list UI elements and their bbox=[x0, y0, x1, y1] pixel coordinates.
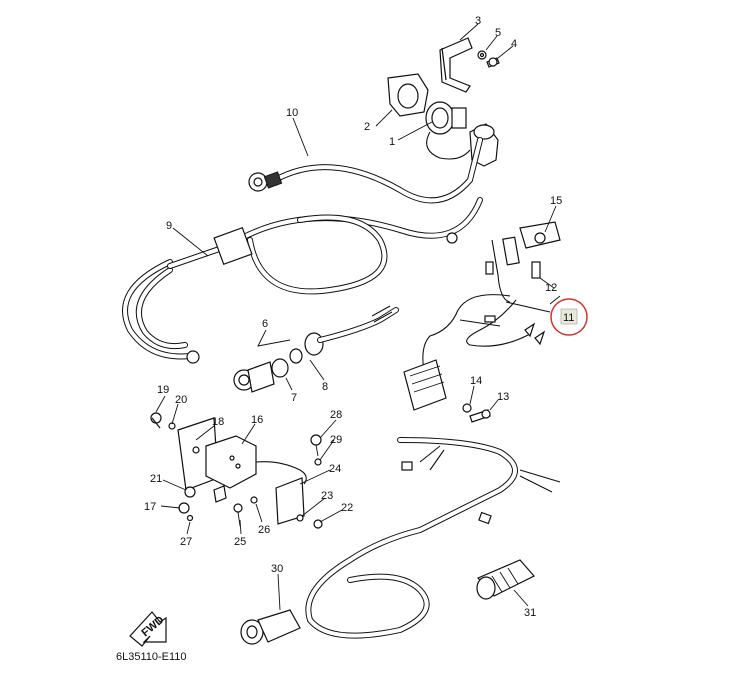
callout-25[interactable]: 25 bbox=[234, 536, 246, 548]
callout-7[interactable]: 7 bbox=[291, 392, 297, 404]
callout-15[interactable]: 15 bbox=[550, 195, 562, 207]
callout-23[interactable]: 23 bbox=[321, 490, 333, 502]
washer-part-23 bbox=[296, 514, 304, 522]
harness-part-11 bbox=[422, 294, 551, 373]
callout-20[interactable]: 20 bbox=[175, 394, 187, 406]
callout-11-highlight[interactable] bbox=[550, 298, 588, 336]
bolt-part-28 bbox=[310, 434, 322, 457]
callout-labels: 3 5 4 2 1 10 9 15 12 11 6 8 7 14 13 19 2… bbox=[144, 15, 574, 619]
callout-10[interactable]: 10 bbox=[286, 107, 298, 119]
callout-17[interactable]: 17 bbox=[144, 501, 156, 513]
callout-26[interactable]: 26 bbox=[258, 524, 270, 536]
washer-part-26 bbox=[250, 496, 258, 504]
callout-30[interactable]: 30 bbox=[271, 563, 283, 575]
relay-part-16 bbox=[205, 435, 307, 503]
callout-3[interactable]: 3 bbox=[475, 15, 481, 27]
callout-28[interactable]: 28 bbox=[330, 409, 342, 421]
connector-part-30 bbox=[240, 609, 301, 645]
callout-27[interactable]: 27 bbox=[180, 536, 192, 548]
switch-part-1 bbox=[425, 101, 471, 160]
callout-9[interactable]: 9 bbox=[166, 220, 172, 232]
grommet-part-31 bbox=[476, 559, 535, 600]
callout-12[interactable]: 12 bbox=[545, 282, 557, 294]
callout-2[interactable]: 2 bbox=[364, 121, 370, 133]
callout-5[interactable]: 5 bbox=[495, 27, 501, 39]
screw-part-4 bbox=[486, 57, 500, 68]
callout-18[interactable]: 18 bbox=[212, 416, 224, 428]
callout-13[interactable]: 13 bbox=[497, 391, 509, 403]
grommet-assembly-part-6 bbox=[233, 305, 399, 393]
bracket-part-24 bbox=[275, 477, 305, 525]
collar-part-27 bbox=[186, 514, 194, 522]
callout-29[interactable]: 29 bbox=[330, 434, 342, 446]
diagram-code: 6L35110-E110 bbox=[116, 651, 187, 663]
battery-cable-part-10 bbox=[248, 137, 483, 204]
wire-harness-main bbox=[305, 437, 561, 639]
callout-21[interactable]: 21 bbox=[150, 473, 162, 485]
callout-1[interactable]: 1 bbox=[389, 136, 395, 148]
bracket-part-3 bbox=[439, 37, 473, 93]
fwd-arrow-icon: FWD bbox=[129, 611, 167, 647]
holder-part-2 bbox=[387, 73, 429, 117]
callout-16[interactable]: 16 bbox=[251, 414, 263, 426]
callout-22[interactable]: 22 bbox=[341, 502, 353, 514]
grommet-part-21 bbox=[184, 486, 196, 498]
callout-31[interactable]: 31 bbox=[524, 607, 536, 619]
callout-4[interactable]: 4 bbox=[511, 38, 517, 50]
callout-14[interactable]: 14 bbox=[470, 375, 482, 387]
clamp-part-15 bbox=[519, 221, 561, 249]
bolt-part-19 bbox=[150, 412, 162, 429]
callout-8[interactable]: 8 bbox=[322, 381, 328, 393]
rectifier-regulator bbox=[403, 359, 447, 411]
leader-lines bbox=[155, 23, 561, 611]
washer-part-29 bbox=[314, 458, 322, 466]
callout-19[interactable]: 19 bbox=[157, 384, 169, 396]
fuse-part-12 bbox=[485, 236, 541, 303]
bolt-part-13 bbox=[469, 409, 491, 423]
washer-part-5 bbox=[477, 50, 487, 60]
wire-harness-part-9 bbox=[122, 197, 483, 364]
callout-24[interactable]: 24 bbox=[329, 463, 341, 475]
bolt-part-25 bbox=[233, 503, 243, 527]
bolt-part-17 bbox=[178, 502, 190, 514]
callout-6[interactable]: 6 bbox=[262, 318, 268, 330]
washer-part-14 bbox=[462, 403, 472, 413]
callout-11[interactable]: 11 bbox=[563, 312, 574, 324]
